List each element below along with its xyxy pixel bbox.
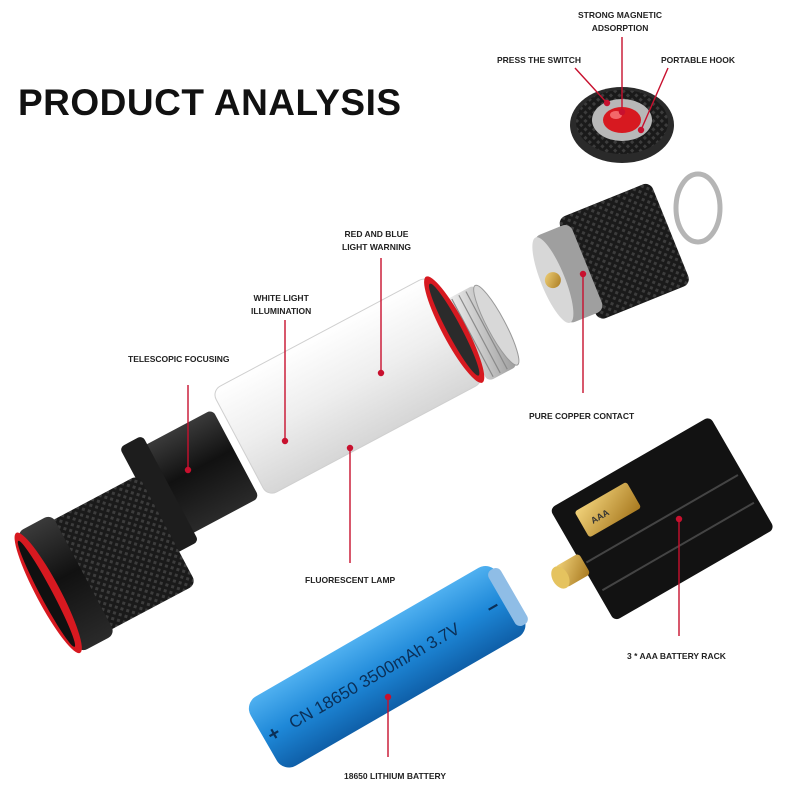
label-strong-magnetic: STRONG MAGNETIC ADSORPTION bbox=[578, 9, 662, 35]
label-lithium: 18650 LITHIUM BATTERY bbox=[344, 771, 447, 781]
tail-cap-side bbox=[532, 171, 723, 323]
fluorescent-tube bbox=[214, 276, 485, 494]
flashlight-body bbox=[14, 276, 520, 654]
label-white-light-line1: WHITE LIGHT bbox=[253, 293, 309, 303]
label-pure-copper: PURE COPPER CONTACT bbox=[529, 411, 635, 421]
leader-fluorescent-dot bbox=[346, 444, 354, 452]
page-title: PRODUCT ANALYSIS bbox=[18, 82, 402, 123]
leader-white-dot bbox=[281, 437, 289, 445]
label-press-switch: PRESS THE SWITCH bbox=[497, 55, 582, 65]
leader-switch bbox=[574, 67, 608, 104]
leader-lines bbox=[184, 37, 683, 757]
lithium-battery: CN 18650 3500mAh 3.7V + − bbox=[248, 565, 528, 768]
knurled-head bbox=[14, 477, 194, 654]
leader-lithium-dot bbox=[384, 693, 392, 701]
label-red-blue-line2: LIGHT WARNING bbox=[342, 242, 411, 253]
tail-cap-top bbox=[570, 87, 674, 163]
leader-telescopic-dot bbox=[184, 466, 192, 474]
battery-rack: AAA bbox=[551, 418, 773, 620]
leader-hook bbox=[640, 67, 669, 131]
label-strong-magnetic-line1: STRONG MAGNETIC bbox=[578, 10, 663, 20]
thread-end bbox=[446, 284, 520, 380]
label-telescopic: TELESCOPIC FOCUSING bbox=[128, 354, 230, 364]
leader-magnetic-dot bbox=[618, 108, 626, 116]
label-strong-magnetic-line2: ADSORPTION bbox=[591, 23, 649, 34]
focus-collar bbox=[121, 411, 258, 552]
label-white-light-line2: ILLUMINATION bbox=[251, 306, 312, 317]
label-red-blue-line1: RED AND BLUE bbox=[344, 229, 409, 239]
label-red-blue: RED AND BLUE LIGHT WARNING bbox=[342, 228, 411, 254]
label-fluorescent: FLUORESCENT LAMP bbox=[305, 575, 396, 585]
leader-switch-dot bbox=[603, 99, 611, 107]
leader-rack-dot bbox=[675, 515, 683, 523]
label-portable-hook: PORTABLE HOOK bbox=[661, 55, 735, 65]
label-battery-rack: 3 * AAA BATTERY RACK bbox=[627, 651, 726, 661]
leader-red-blue-dot bbox=[377, 369, 385, 377]
leader-hook-dot bbox=[637, 126, 645, 134]
label-white-light: WHITE LIGHT ILLUMINATION bbox=[251, 292, 311, 318]
leader-copper-dot bbox=[579, 270, 587, 278]
